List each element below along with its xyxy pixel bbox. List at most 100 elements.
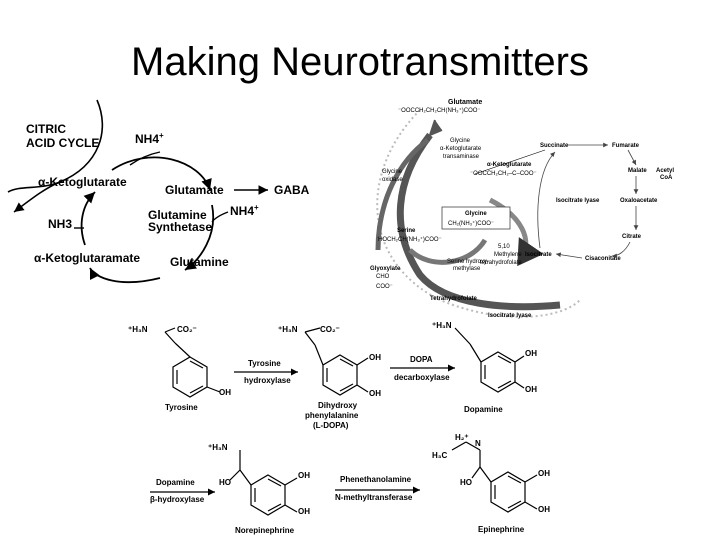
ldopa-oh-1: OH [369, 353, 381, 362]
dopamine-structure [454, 327, 525, 393]
cycle-arc-top [111, 156, 212, 191]
glycine-oxidase-label-2: oxidase [382, 177, 403, 183]
cycle-arc-right [184, 204, 215, 271]
tetrahydrofolate-label: Tetrahydrofolate [430, 296, 478, 302]
epinephrine-name: Epinephrine [478, 525, 525, 534]
ldopa-oh-2: OH [369, 389, 381, 398]
isocitrate-lyase-label: Isocitrate lyase [556, 198, 600, 204]
epi-h2plus: H₂⁺ [455, 433, 469, 442]
citric-acid-cycle-label-1: CITRIC [26, 122, 66, 136]
glycine-box [441, 206, 511, 230]
transaminase-label-1: Glycine [450, 138, 471, 144]
cycle-arc-bottom [89, 267, 161, 283]
isocitrate-lyase-bottom-label: Isocitrate lyase [488, 313, 532, 319]
tyr-hydroxylase-1: Tyrosine [248, 359, 281, 368]
tyr-hydroxylase-2: hydroxylase [244, 376, 291, 385]
ne-oh-2: OH [298, 507, 310, 516]
citric-cycle-out-arrow [13, 181, 61, 213]
glutamine-synthetase-label-1: Glutamine [148, 208, 207, 222]
isocitrate-label: Isocitrate [525, 252, 552, 258]
epi-oh-1: OH [538, 469, 550, 478]
acetyl-coa-label-1: Acetyl [656, 168, 674, 174]
pnmt-label-1: Phenethanolamine [340, 475, 412, 484]
glutamate-top-label: Glutamate [448, 99, 482, 106]
epi-ho: HO [460, 478, 472, 487]
tyrosine-structure [164, 327, 221, 398]
shm-label-2: methylase [453, 266, 481, 272]
nh4-right-arrow [211, 211, 229, 223]
glycine-diagram: Glutamate ⁻OOCCH₂CH₂CH(NH₃⁺)COO⁻ Glycine… [362, 98, 702, 320]
glycine-oxidase-label-1: Glycine [382, 169, 403, 175]
citric-acid-cycle-label-2: ACID CYCLE [26, 136, 99, 150]
tyr-oh: OH [219, 388, 231, 397]
acetyl-coa-label-2: CoA [660, 175, 673, 181]
malate-label: Malate [628, 168, 647, 174]
ldopa-name-1: Dihydroxy [318, 401, 358, 410]
ldopa-h3n: ⁺H₃N [278, 325, 298, 334]
glyoxylate-label-3: COO⁻ [376, 284, 393, 290]
dopamine-oh-1: OH [525, 349, 537, 358]
glycine-formula: CH₂(NH₃⁺)COO⁻ [448, 220, 494, 227]
norepinephrine-name: Norepinephrine [235, 526, 295, 535]
glycine-label: Glycine [465, 211, 487, 217]
epi-n: N [475, 439, 481, 448]
slide-title: Making Neurotransmitters [131, 40, 589, 84]
tyr-h3n: ⁺H₃N [128, 325, 148, 334]
ne-ho: HO [219, 478, 231, 487]
cisaconitate-label: Cisaconitate [585, 256, 621, 262]
shm-label-1: Serine hydroxy- [447, 259, 489, 265]
glyoxylate-label-2: CHO [376, 274, 390, 280]
methylene-thf-label-2: Methylene [494, 252, 522, 258]
catecholamine-synthesis [150, 327, 538, 516]
dopamine-oh-2: OH [525, 385, 537, 394]
glutamate-label: Glutamate [165, 183, 224, 197]
a-ketoglutaramate-label: α-Ketoglutaramate [34, 251, 140, 265]
transaminase-label-2: α-Ketoglutarate [440, 146, 482, 152]
ldopa-name-2: phenylalanine [305, 411, 359, 420]
dbh-label-1: Dopamine [156, 478, 195, 487]
dbh-label-2: β-hydroxylase [150, 495, 205, 504]
glutamate-cycle: CITRIC ACID CYCLE NH4+ α-Ketoglutarate G… [7, 99, 310, 283]
glycine-arc-1 [396, 132, 561, 311]
nh4-right-label: NH4+ [230, 203, 259, 218]
citric-cycle-arc [7, 99, 104, 193]
dotted-outer-arc [376, 109, 581, 318]
oxaloacetate-label: Oxaloacetate [620, 198, 658, 204]
epinephrine-structure [451, 441, 538, 513]
ne-h3n: ⁺H₃N [208, 443, 228, 452]
epi-oh-2: OH [538, 505, 550, 514]
glycine-arc-2 [375, 137, 430, 251]
akg-formula: ⁻OOCCH₂CH₂–C–COO⁻ [470, 171, 537, 177]
glutamine-synthetase-label-2: Synthetase [148, 220, 212, 234]
akg-label: α-Ketoglutarate [487, 162, 532, 168]
nh3-label: NH3 [48, 217, 72, 231]
epi-h3c: H₃C [432, 451, 447, 460]
ne-oh-1: OH [298, 471, 310, 480]
pnmt-label-2: N-methyltransferase [335, 493, 413, 502]
nh4-top-arrow [129, 151, 161, 166]
methylene-thf-label-1: 5,10 [498, 244, 510, 250]
nh4-top-label: NH4+ [135, 131, 164, 146]
glutamine-label: Glutamine [170, 255, 229, 269]
methylene-thf-label-3: tetrahydrofolate [480, 260, 522, 266]
transaminase-label-3: transaminase [443, 154, 480, 160]
serine-formula: HOCH₂CH(NH₃⁺)COO⁻ [378, 236, 442, 243]
dopamine-name: Dopamine [464, 405, 503, 414]
tyr-co2: CO₂⁻ [177, 325, 197, 334]
glutamate-formula: ⁻OOCCH₂CH₂CH(NH₃⁺)COO⁻ [398, 107, 481, 114]
fumarate-label: Fumarate [612, 143, 640, 149]
glycine-arc-3 [488, 197, 544, 267]
catecholamine-labels: ⁺H₃N CO₂⁻ OH Tyrosine Tyrosine hydroxyla… [128, 321, 550, 535]
glyoxylate-label-1: Glyoxylate [370, 266, 401, 272]
serine-label: Serine [397, 228, 416, 234]
cycle-arc-left [80, 191, 96, 246]
glycine-arc-4 [408, 238, 488, 265]
a-ketoglutarate-label: α-Ketoglutarate [38, 175, 127, 189]
ldopa-name-3: (L-DOPA) [313, 421, 349, 430]
dopa-decarboxylase-2: decarboxylase [394, 373, 450, 382]
ldopa-co2: CO₂⁻ [320, 325, 340, 334]
succinate-label: Succinate [540, 143, 569, 149]
dopa-decarboxylase-1: DOPA [410, 355, 433, 364]
